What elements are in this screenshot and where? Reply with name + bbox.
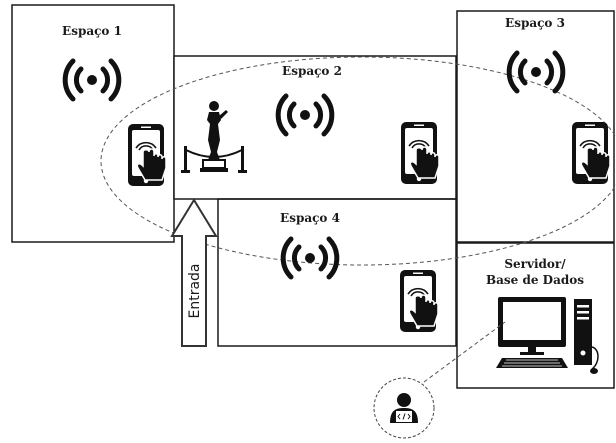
smartphone-touch-icon [571,121,611,185]
room-space-3 [456,10,615,243]
room-space-4 [217,198,457,347]
wifi-beacon-icon [283,239,337,277]
server-label-line1: Servidor/ [504,257,566,271]
wifi-beacon-icon [65,61,119,99]
server-label-line2: Base de Dados [486,273,584,287]
space-4-label: Espaço 4 [280,211,340,225]
smartphone-touch-icon [127,123,167,187]
developer-server-link [423,321,506,383]
desktop-computer-icon [496,297,599,374]
entrance-label: Entrada [187,263,203,318]
space-1-label: Espaço 1 [62,24,122,38]
room-space-1 [11,4,175,243]
space-2-label: Espaço 2 [282,64,342,78]
statue-exhibit-icon [181,101,247,173]
smartphone-touch-icon [400,121,440,185]
smartphone-touch-icon [399,269,439,333]
room-server [456,242,615,389]
wifi-beacon-icon [509,53,563,91]
space-3-label: Espaço 3 [505,16,565,30]
coverage-ellipse [100,56,616,266]
developer-avatar-icon [390,393,418,423]
